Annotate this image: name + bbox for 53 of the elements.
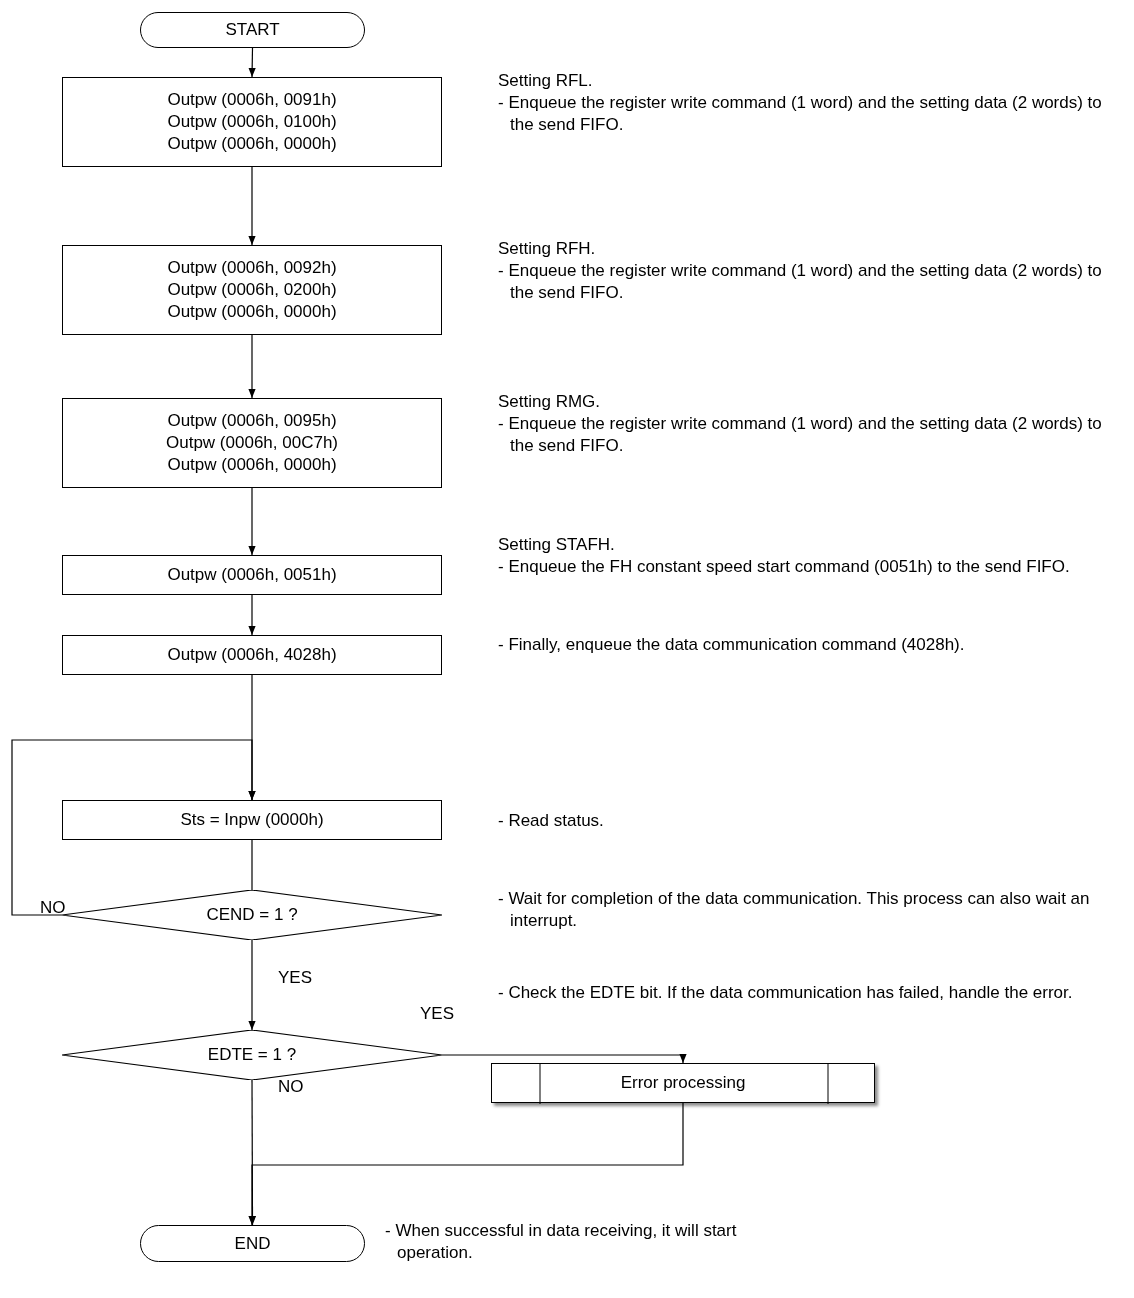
arrow [248, 487, 256, 556]
arrow [248, 594, 256, 636]
arrow [441, 1054, 687, 1064]
arrow [248, 1102, 684, 1226]
node-text: Outpw (0006h, 4028h) [167, 644, 337, 666]
note-text: - Enqueue the register write command (1 word) and the setting data (2 words) to the send FIFO. [498, 92, 1103, 136]
node-text: Outpw (0006h, 0000h) [167, 133, 337, 155]
terminal-shape [140, 12, 365, 48]
edge-label: YES [420, 1004, 455, 1024]
process-box [62, 245, 442, 335]
node-text: Outpw (0006h, 0100h) [167, 111, 337, 133]
process-box [62, 800, 442, 840]
arrow [248, 334, 256, 399]
note-text: - Wait for completion of the data communication. This process can also wait an interrupt. [498, 888, 1091, 932]
note-text: - Enqueue the FH constant speed start command (0051h) to the send FIFO. [498, 556, 1071, 578]
node-text: Sts = Inpw (0000h) [180, 809, 324, 831]
edge-label: NO [40, 898, 66, 918]
note-text: Setting RMG. [498, 391, 602, 413]
edge-label: YES [278, 968, 313, 988]
node-text: Outpw (0006h, 00C7h) [166, 432, 338, 454]
note-text: - Enqueue the register write command (1 word) and the setting data (2 words) to the send FIFO. [498, 260, 1103, 304]
note-text: - Read status. [498, 810, 605, 832]
arrow [11, 739, 256, 916]
note-text: Setting RFH. [498, 238, 597, 260]
node-text: START [225, 19, 280, 41]
note-text: - Finally, enqueue the data communication command (4028h). [498, 634, 966, 656]
node-text: Outpw (0006h, 0000h) [167, 301, 337, 323]
node-text: Error processing [620, 1072, 746, 1094]
predefined-process-box [491, 1063, 875, 1103]
arrow [248, 47, 256, 78]
process-box [62, 555, 442, 595]
arrow [248, 166, 256, 246]
node-text: Outpw (0006h, 0051h) [167, 564, 337, 586]
node-text: CEND = 1 ? [206, 904, 298, 926]
process-box [62, 635, 442, 675]
note-text: - Enqueue the register write command (1 word) and the setting data (2 words) to the send FIFO. [498, 413, 1103, 457]
note-text: - When successful in data receiving, it will start operation. [385, 1220, 738, 1264]
node-text: Outpw (0006h, 0091h) [167, 89, 337, 111]
node-text: Outpw (0006h, 0000h) [167, 454, 337, 476]
node-text: Outpw (0006h, 0200h) [167, 279, 337, 301]
process-box [62, 77, 442, 167]
note-text: - Check the EDTE bit. If the data communication has failed, handle the error. [498, 982, 1074, 1004]
arrow [248, 939, 256, 1031]
note-text: Setting RFL. [498, 70, 594, 92]
node-text: EDTE = 1 ? [207, 1044, 297, 1066]
edge-label: NO [278, 1077, 304, 1097]
decision-diamond [62, 1030, 442, 1080]
node-text: Outpw (0006h, 0092h) [167, 257, 337, 279]
terminal-shape [140, 1225, 365, 1262]
process-box [62, 398, 442, 488]
note-text: Setting STAFH. [498, 534, 616, 556]
node-text: END [234, 1232, 271, 1255]
node-text: Outpw (0006h, 0095h) [167, 410, 337, 432]
